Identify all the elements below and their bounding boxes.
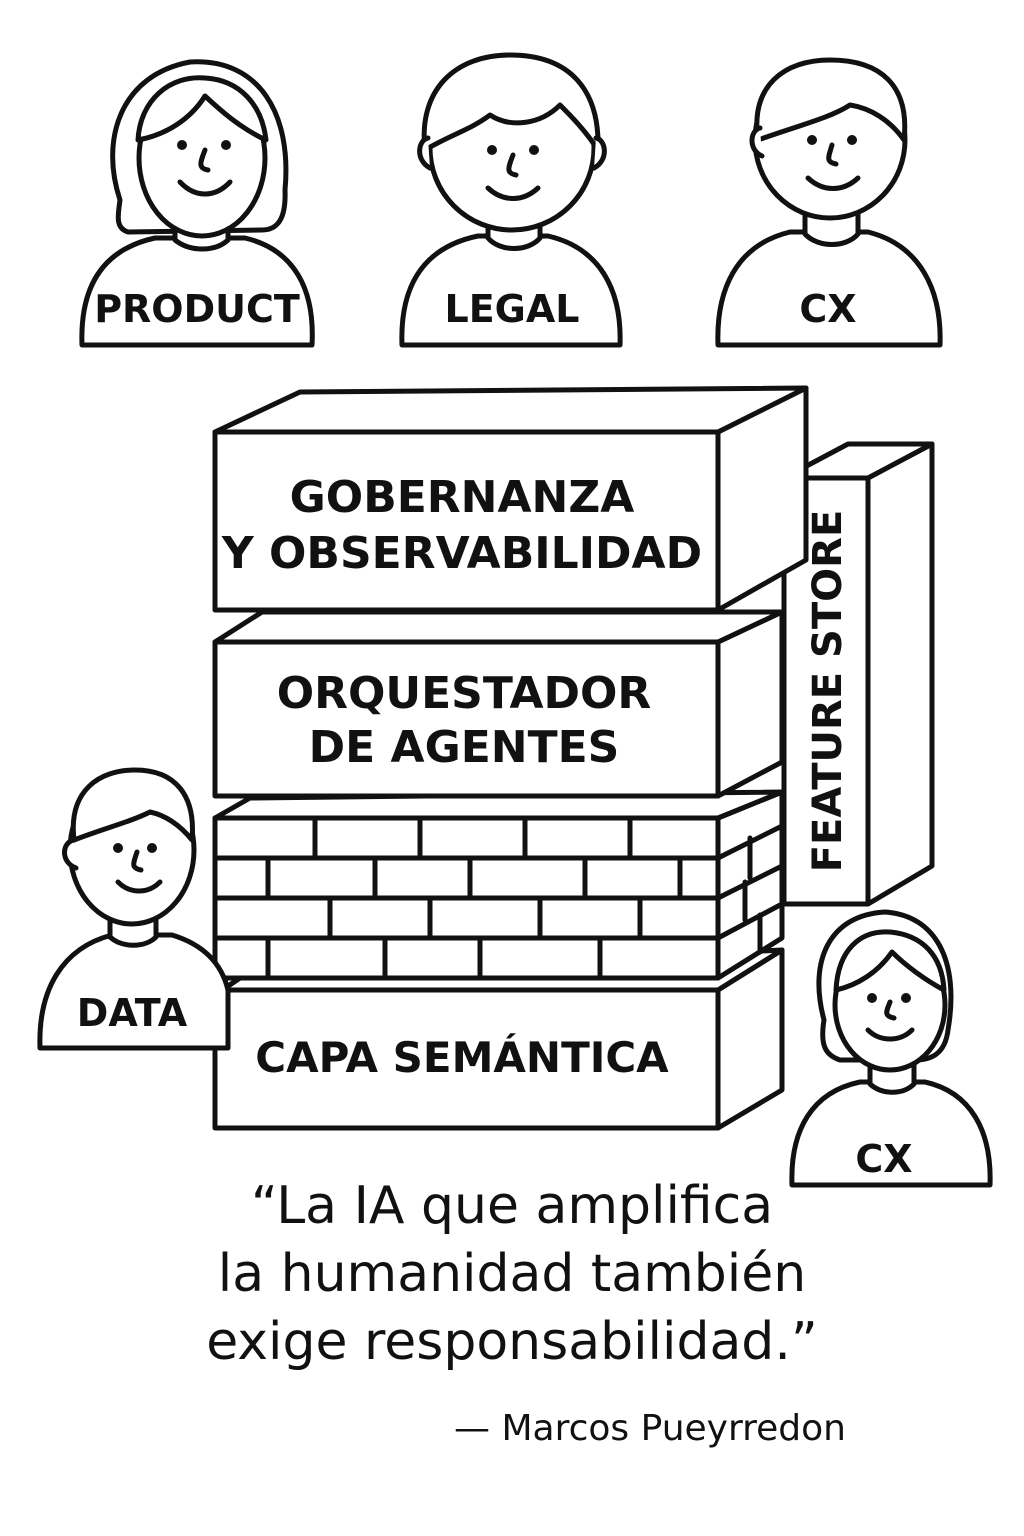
- person-cx-bottom-body-icon: [789, 1079, 993, 1188]
- person-cx-top-hair: [754, 57, 908, 143]
- person-data: DATA: [37, 767, 231, 1051]
- person-legal-label: LEGAL: [445, 287, 580, 331]
- governance-label-line1: GOBERNANZA: [290, 472, 635, 523]
- orchestrator-label-line1: ORQUESTADOR: [277, 668, 652, 719]
- block-governance: GOBERNANZA Y OBSERVABILIDAD: [212, 385, 809, 613]
- person-cx-top: CX: [715, 57, 943, 348]
- person-legal: LEGAL: [399, 52, 623, 348]
- person-legal-body-icon: [399, 233, 623, 348]
- person-cx-bottom: CX: [789, 909, 993, 1188]
- feature-store-label: FEATURE STORE: [805, 510, 851, 873]
- quote-line-2: la humanidad también: [217, 1244, 807, 1304]
- person-product-bangs: [135, 75, 269, 143]
- person-product-body-icon: [79, 235, 315, 348]
- block-semantic-layer: CAPA SEMÁNTICA: [212, 947, 785, 1131]
- semantic-layer-label: CAPA SEMÁNTICA: [255, 1032, 669, 1082]
- quote: “La IA que amplifica la humanidad tambié…: [0, 1172, 1024, 1376]
- block-orchestrator: ORQUESTADOR DE AGENTES: [212, 609, 785, 799]
- person-product: PRODUCT: [79, 59, 315, 348]
- brick-wall-icon: [212, 789, 785, 981]
- quote-line-3: exige responsabilidad.”: [206, 1312, 818, 1372]
- person-cx-bottom-bangs: [833, 929, 947, 993]
- person-data-label: DATA: [77, 991, 188, 1035]
- quote-line-1: “La IA que amplifica: [250, 1176, 774, 1236]
- person-data-hair: [70, 767, 195, 843]
- person-cx-top-label: CX: [799, 287, 856, 331]
- orchestrator-label-line2: DE AGENTES: [309, 722, 620, 773]
- governance-label-line2: Y OBSERVABILIDAD: [221, 528, 702, 579]
- person-cx-top-body-icon: [715, 229, 943, 348]
- feature-store-side: [865, 441, 935, 907]
- person-product-label: PRODUCT: [94, 287, 300, 331]
- person-cx-bottom-label: CX: [855, 1137, 912, 1181]
- quote-author: — Marcos Pueyrredon: [454, 1408, 846, 1449]
